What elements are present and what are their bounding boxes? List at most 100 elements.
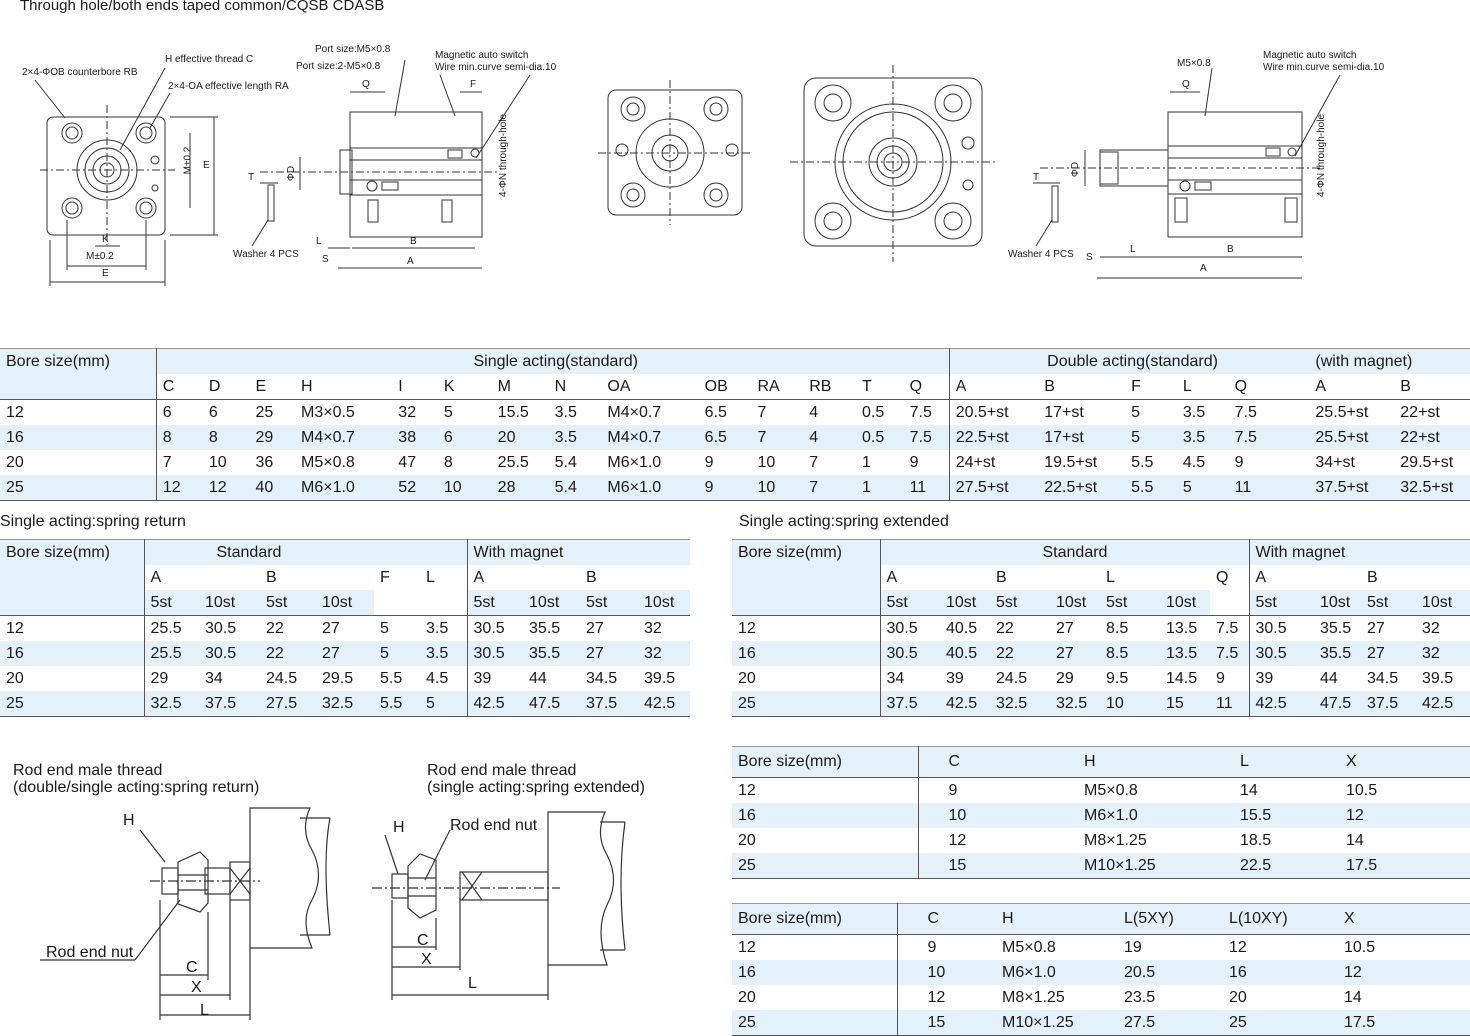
spring-return-cell: 5.5: [374, 691, 420, 717]
main-cell: 25: [0, 475, 157, 501]
spring-extended-cell: 32: [1416, 641, 1470, 666]
spring-return-cell: 32.5: [143, 691, 199, 717]
main-cell: 3.5: [1176, 425, 1229, 450]
main-cell: 5.4: [548, 475, 602, 501]
spring-return-cell: 22: [260, 615, 316, 641]
spring-return-cell: 39: [466, 666, 524, 691]
spring-return-col-b: B: [260, 565, 374, 590]
spring-extended-standard-header: Standard: [879, 539, 1249, 565]
label-a-2: A: [1200, 263, 1207, 274]
main-cell: 4: [803, 399, 856, 425]
main-cell: 25.5+st: [1309, 399, 1395, 425]
spring-extended-table: Bore size(mm) Standard With magnet A B L…: [732, 539, 1470, 717]
rod1-cell: M10×1.25: [1054, 853, 1210, 879]
spring-return-cell: 29: [143, 666, 199, 691]
rod-end-drawings: [40, 807, 626, 1020]
rod1-cell: M6×1.0: [1054, 803, 1210, 828]
rod1-col: L: [1210, 746, 1316, 778]
rod1-col: H: [1054, 746, 1210, 778]
side-view-2: [1033, 67, 1341, 279]
spring-extended-cell: 34.5: [1361, 666, 1416, 691]
front-view-2: [598, 80, 752, 225]
rod2-cell: 25: [732, 1010, 897, 1036]
main-cell: 27.5+st: [948, 475, 1039, 501]
spring-return-header-3: 5st 10st 5st 10st 5st 10st 5st 10st: [0, 590, 691, 616]
label-port-size-1: Port size:M5×0.8: [315, 44, 391, 55]
main-cell: 22.5+st: [1038, 475, 1126, 501]
main-cell: M4×0.7: [295, 425, 393, 450]
spring-return-cell: 5: [374, 641, 420, 666]
spring-return-sub: 10st: [523, 590, 581, 616]
main-cell: 7: [803, 450, 856, 475]
spring-extended-cell: 20: [732, 666, 880, 691]
label-port-size-2: Port size:2-M5×0.8: [296, 61, 381, 72]
spring-extended-sub: 10st: [1160, 590, 1210, 616]
main-cell: M6×1.0: [601, 475, 699, 501]
spring-return-cell: 22: [260, 641, 316, 666]
rod2-cell: 10: [896, 960, 972, 985]
spring-return-cell: 35.5: [523, 641, 581, 666]
main-col-header: I: [392, 374, 438, 400]
technical-drawing-top: [34, 59, 1341, 286]
spring-return-cell: 37.5: [580, 691, 639, 717]
spring-return-sub: 5st: [466, 590, 524, 616]
spring-extended-cell: 27: [1050, 615, 1100, 641]
spring-extended-sub: 10st: [1314, 590, 1361, 616]
spring-return-table: Bore size(mm) Standard With magnet A B F…: [0, 539, 691, 717]
spring-return-cell: 25.5: [143, 641, 199, 666]
label-e: E: [102, 268, 109, 279]
rod-left-nut: Rod end nut: [46, 944, 134, 961]
spring-extended-cell: 37.5: [1361, 691, 1416, 717]
main-cell: 22.5+st: [948, 425, 1039, 450]
spring-extended-cell: 7.5: [1210, 641, 1249, 666]
rod-left-drawing: [40, 807, 331, 1020]
spring-return-sub: 10st: [199, 590, 260, 616]
main-cell: 3.5: [548, 399, 602, 425]
main-cell: M4×0.7: [601, 425, 699, 450]
main-cell: 32.5+st: [1394, 475, 1470, 501]
label-m5: M5×0.8: [1177, 58, 1211, 69]
label-t: T: [248, 172, 255, 183]
spring-return-cell: 34.5: [580, 666, 639, 691]
rod-right-drawing: [372, 811, 626, 1000]
main-cell: 7: [803, 475, 856, 501]
rod1-cell: 10: [917, 803, 1054, 828]
rod1-cell: 10.5: [1316, 777, 1470, 803]
main-cell: 4.5: [1176, 450, 1229, 475]
spring-return-sub: 10st: [316, 590, 374, 616]
spring-return-header-2: A B F L A B: [0, 565, 691, 616]
spring-extended-bore-header: Bore size(mm): [732, 539, 880, 616]
spring-extended-cell: 22: [990, 615, 1050, 641]
main-cell: 47: [392, 450, 438, 475]
label-oa-length: 2×4-OA effective length RA: [168, 81, 289, 92]
main-cell: 7.5: [903, 399, 950, 425]
spring-extended-sub: 10st: [940, 590, 990, 616]
main-cell: 29.5+st: [1394, 450, 1470, 475]
label-l-2: L: [1130, 244, 1136, 255]
label-m-tol-vertical: M±0.2: [182, 146, 194, 175]
side-view-1: [251, 59, 531, 269]
spring-extended-col-a: A: [879, 565, 990, 590]
rod2-cell: 9: [896, 934, 972, 960]
main-cell: 37.5+st: [1309, 475, 1395, 501]
main-cell: 12: [155, 475, 203, 501]
spring-extended-sub: 10st: [1416, 590, 1470, 616]
rod2-cell: 19: [1114, 934, 1219, 960]
rod1-bore-header: Bore size(mm): [732, 746, 918, 778]
main-cell: 3.5: [1176, 399, 1229, 425]
rod-left-x: X: [191, 979, 202, 996]
spring-return-cell: 27.5: [260, 691, 316, 717]
rod1-header: Bore size(mm) C H L X: [732, 746, 1470, 778]
main-cell: M5×0.8: [295, 450, 393, 475]
rod1-cell: 18.5: [1210, 828, 1316, 853]
spring-return-cell: 32.5: [316, 691, 374, 717]
spring-extended-cell: 25: [732, 691, 880, 717]
rod1-col: C: [917, 746, 1054, 778]
